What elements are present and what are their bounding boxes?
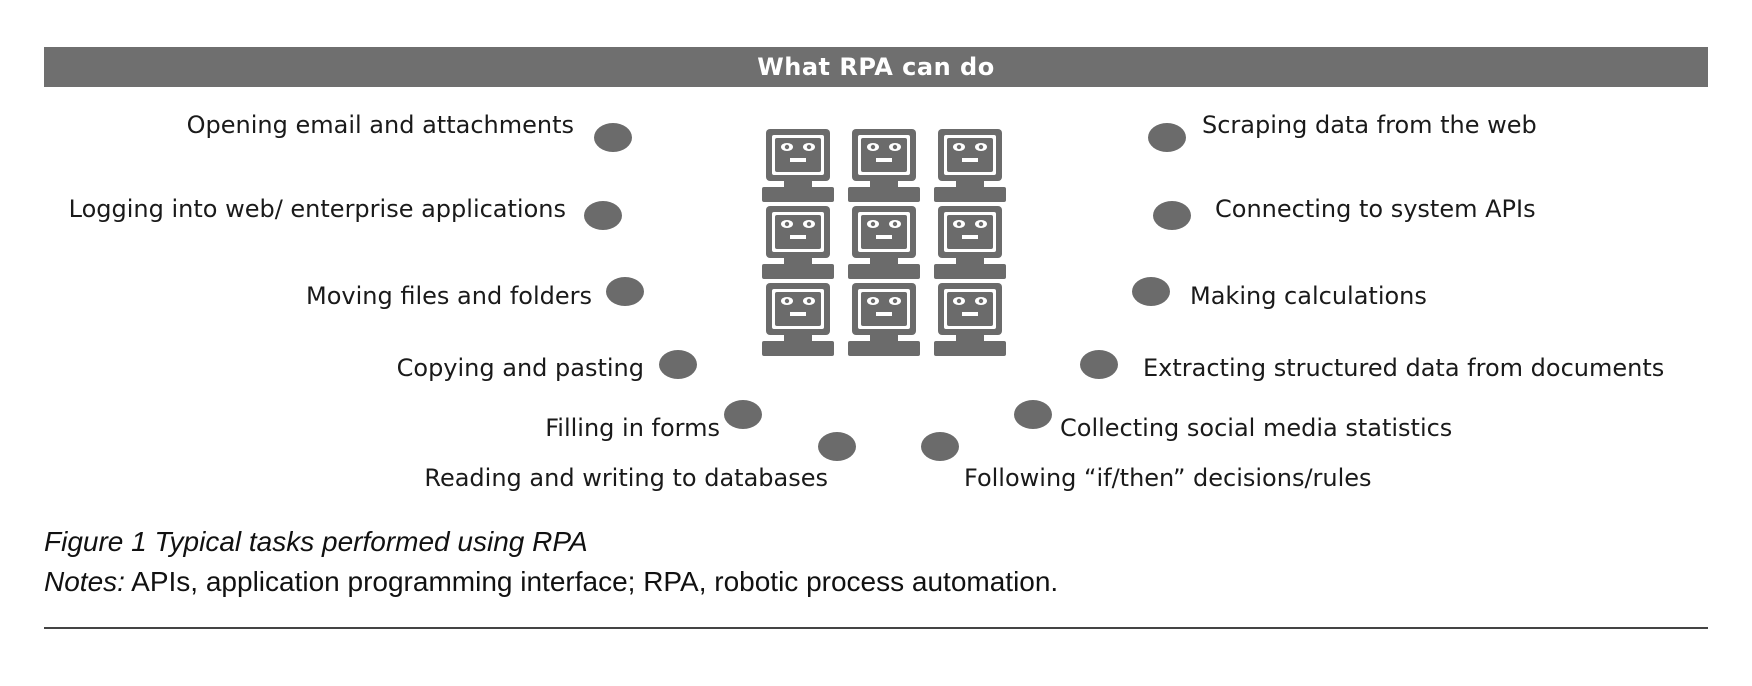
bullet-dot-right-0 <box>1148 123 1186 152</box>
robot-computer-icon <box>848 128 920 202</box>
robot-computer-icon <box>848 205 920 279</box>
task-label-right-5: Following “if/then” decisions/rules <box>964 464 1372 492</box>
robot-computer-icon <box>934 282 1006 356</box>
bottom-rule <box>44 627 1708 629</box>
bullet-dot-right-1 <box>1153 201 1191 230</box>
figure-header-bar: What RPA can do <box>44 47 1708 87</box>
robot-computer-icon <box>762 128 834 202</box>
bullet-dot-left-4 <box>724 400 762 429</box>
bullet-dot-right-4 <box>1014 400 1052 429</box>
bullet-dot-left-2 <box>606 277 644 306</box>
task-label-right-0: Scraping data from the web <box>1202 111 1537 139</box>
robot-computer-icon <box>934 128 1006 202</box>
task-label-left-0: Opening email and attachments <box>186 111 574 139</box>
figure-header-title: What RPA can do <box>757 53 995 81</box>
task-label-right-4: Collecting social media statistics <box>1060 414 1453 442</box>
task-label-left-5: Reading and writing to databases <box>424 464 828 492</box>
task-label-right-3: Extracting structured data from document… <box>1143 354 1665 382</box>
bullet-dot-left-1 <box>584 201 622 230</box>
task-label-left-3: Copying and pasting <box>396 354 644 382</box>
bullet-dot-right-2 <box>1132 277 1170 306</box>
task-label-left-2: Moving files and folders <box>306 282 592 310</box>
robot-computer-icon <box>762 282 834 356</box>
notes-label: Notes: <box>44 566 125 597</box>
bullet-dot-left-3 <box>659 350 697 379</box>
robot-computer-icon <box>762 205 834 279</box>
bullet-dot-left-5 <box>818 432 856 461</box>
notes-text: APIs, application programming interface;… <box>124 566 1059 597</box>
bullet-dot-right-3 <box>1080 350 1118 379</box>
task-label-left-1: Logging into web/ enterprise application… <box>68 195 566 223</box>
bullet-dot-left-0 <box>594 123 632 152</box>
task-label-right-1: Connecting to system APIs <box>1215 195 1536 223</box>
figure-caption: Figure 1 Typical tasks performed using R… <box>44 526 588 557</box>
task-label-right-2: Making calculations <box>1190 282 1427 310</box>
robot-computer-icon <box>934 205 1006 279</box>
robot-computer-icon <box>848 282 920 356</box>
figure-notes: Notes: APIs, application programming int… <box>44 566 1058 598</box>
bullet-dot-right-5 <box>921 432 959 461</box>
task-label-left-4: Filling in forms <box>545 414 720 442</box>
